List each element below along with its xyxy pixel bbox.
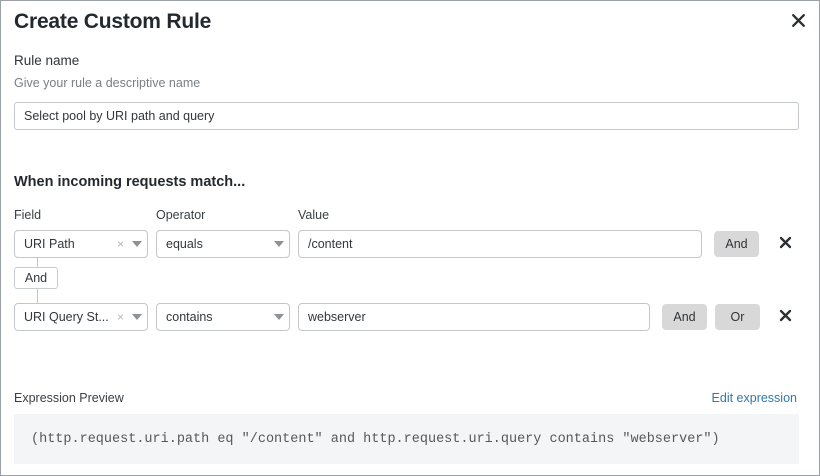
and-button-row-2[interactable]: And	[662, 304, 707, 330]
expression-preview-code: (http.request.uri.path eq "/content" and…	[31, 431, 720, 447]
chevron-down-icon-row-1-field[interactable]	[127, 241, 147, 247]
remove-condition-button-row-2[interactable]	[773, 303, 797, 331]
page-title: Create Custom Rule	[14, 10, 212, 33]
match-section-heading: When incoming requests match...	[14, 174, 246, 190]
edit-expression-link[interactable]: Edit expression	[711, 391, 797, 405]
value-input-row-2[interactable]	[298, 303, 650, 331]
close-icon	[779, 309, 792, 325]
value-input-row-1[interactable]	[298, 230, 702, 258]
and-button-row-1[interactable]: And	[714, 231, 759, 257]
or-button-row-2[interactable]: Or	[715, 304, 760, 330]
rule-name-label: Rule name	[14, 53, 80, 68]
expression-preview-box: (http.request.uri.path eq "/content" and…	[14, 414, 799, 464]
chevron-down-icon-row-1-operator[interactable]	[269, 241, 289, 247]
rule-name-input[interactable]	[14, 102, 799, 130]
expression-preview-label: Expression Preview	[14, 391, 124, 405]
close-icon	[791, 13, 806, 28]
field-select-value-row-2: URI Query St...	[24, 310, 109, 324]
chevron-down-icon-row-2-field[interactable]	[127, 314, 147, 320]
close-icon	[779, 236, 792, 252]
column-header-operator: Operator	[156, 208, 206, 222]
field-select-value-row-1: URI Path	[24, 237, 75, 251]
operator-select-row-2[interactable]: contains	[156, 303, 290, 331]
clear-field-icon-row-2[interactable]: ×	[116, 310, 124, 324]
field-select-row-2[interactable]: URI Query St... ×	[14, 303, 148, 331]
column-header-field: Field	[14, 208, 42, 222]
field-select-row-1[interactable]: URI Path ×	[14, 230, 148, 258]
condition-row: URI Path × equals And	[1, 230, 819, 258]
operator-select-row-1[interactable]: equals	[156, 230, 290, 258]
remove-condition-button-row-1[interactable]	[773, 230, 797, 258]
condition-connector: And	[1, 258, 121, 306]
close-dialog-button[interactable]	[786, 8, 810, 32]
column-header-value: Value	[298, 208, 330, 222]
chevron-down-icon-row-2-operator[interactable]	[269, 314, 289, 320]
rule-name-help-text: Give your rule a descriptive name	[14, 76, 201, 90]
connector-and-chip[interactable]: And	[14, 267, 58, 289]
operator-select-value-row-2: contains	[166, 310, 213, 324]
condition-row: URI Query St... × contains And Or	[1, 303, 819, 331]
clear-field-icon-row-1[interactable]: ×	[116, 237, 124, 251]
operator-select-value-row-1: equals	[166, 237, 203, 251]
